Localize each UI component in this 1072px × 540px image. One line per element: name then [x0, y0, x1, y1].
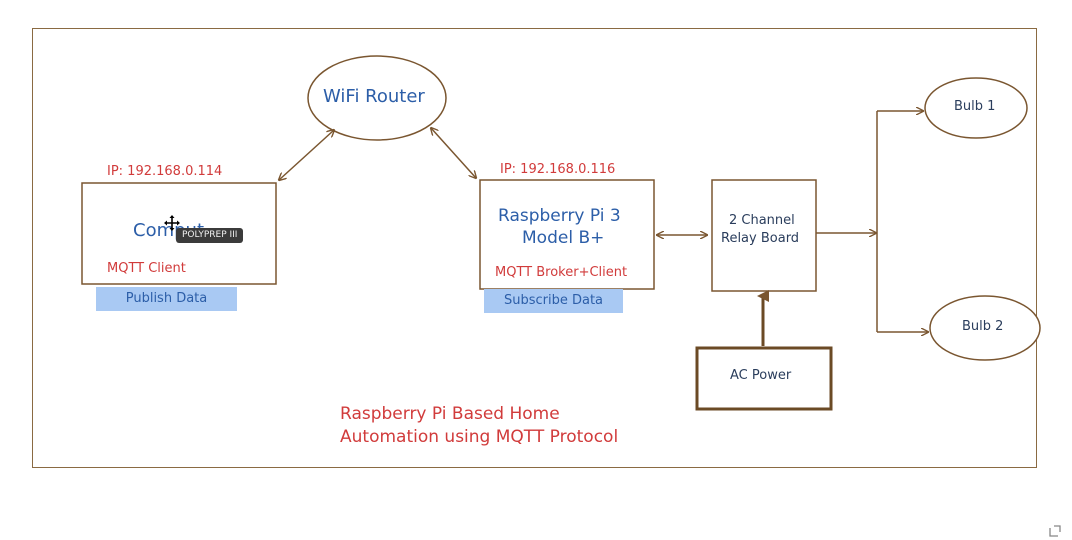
ac-power-node [695, 346, 833, 411]
arrow-router-raspberry [431, 128, 476, 178]
raspberry-ip: IP: 192.168.0.116 [500, 162, 616, 177]
raspberry-pi-node [479, 179, 655, 290]
router-label: WiFi Router [323, 86, 425, 107]
arrow-computer-router [279, 130, 334, 180]
fullscreen-icon[interactable] [1048, 524, 1062, 538]
computer-ip: IP: 192.168.0.114 [107, 164, 223, 179]
relay-board-node [711, 179, 817, 292]
bulb-2-node [929, 295, 1041, 361]
relay-label-line1: 2 Channel [729, 213, 795, 228]
wifi-router-node [307, 55, 447, 141]
raspberry-label-line1: Raspberry Pi 3 [498, 206, 621, 226]
relay-label-line2: Relay Board [721, 231, 800, 246]
computer-role: MQTT Client [107, 261, 186, 276]
subscribe-data-tag: Subscribe Data [484, 289, 623, 313]
move-cursor-icon [164, 215, 180, 231]
bulb-1-node [924, 77, 1028, 139]
publish-data-tag: Publish Data [96, 287, 237, 311]
diagram-frame [32, 28, 1037, 468]
raspberry-label-line2: Model B+ [522, 228, 605, 248]
diagram-title-line1: Raspberry Pi Based Home [340, 404, 560, 424]
cursor-tooltip: POLYPREP III [176, 228, 244, 243]
diagram-title-line2: Automation using MQTT Protocol [340, 427, 619, 447]
bulb-1-label: Bulb 1 [954, 99, 996, 114]
ac-power-label: AC Power [730, 368, 792, 383]
bulb-2-label: Bulb 2 [962, 319, 1004, 334]
raspberry-role: MQTT Broker+Client [495, 265, 628, 280]
